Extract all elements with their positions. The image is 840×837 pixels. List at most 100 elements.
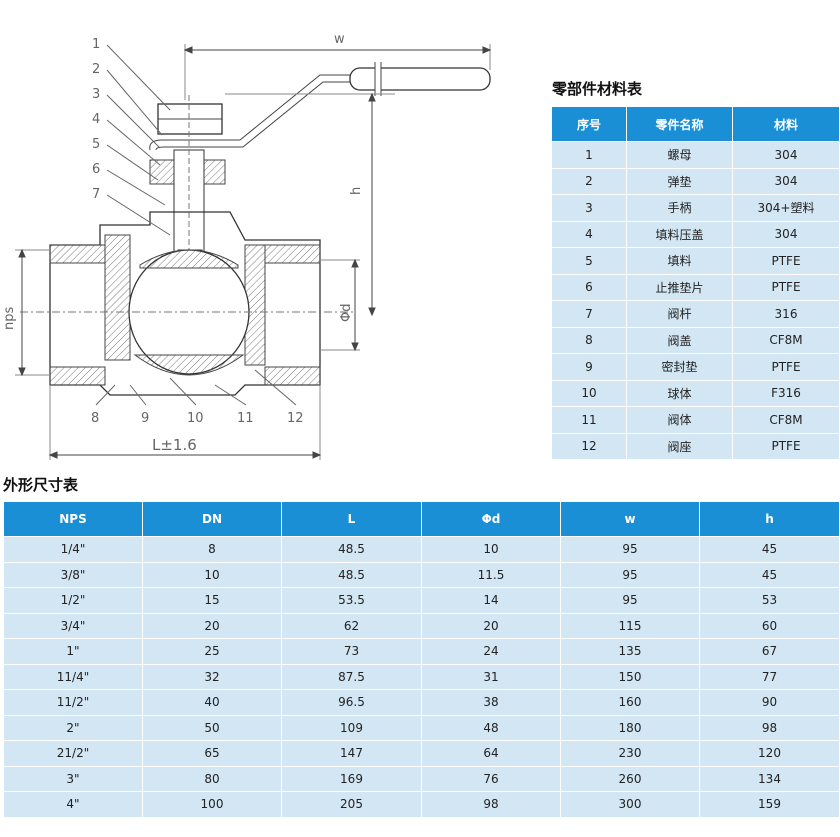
table-cell: 304 <box>732 167 840 195</box>
table-cell: 3/8" <box>3 561 143 588</box>
header-part-name: 零件名称 <box>626 106 733 142</box>
table-cell: 阀座 <box>626 432 733 460</box>
header-w: w <box>560 501 700 537</box>
table-cell: 21/2" <box>3 740 143 767</box>
table-cell: 48 <box>421 714 561 741</box>
header-material: 材料 <box>732 106 840 142</box>
table-cell: 304 <box>732 220 840 248</box>
table-cell: 48.5 <box>281 536 422 563</box>
table-cell: 8 <box>142 536 282 563</box>
table-cell: 2 <box>551 167 627 195</box>
table-cell: 90 <box>699 689 840 716</box>
table-cell: 阀杆 <box>626 300 733 328</box>
table-cell: 95 <box>560 536 700 563</box>
dim-d-label: Φd <box>339 304 354 322</box>
table-cell: 密封垫 <box>626 353 733 381</box>
dims-table-title: 外形尺寸表 <box>3 476 79 494</box>
table-cell: 阀盖 <box>626 326 733 354</box>
table-cell: 95 <box>560 561 700 588</box>
table-cell: 弹垫 <box>626 167 733 195</box>
table-cell: 45 <box>699 561 840 588</box>
table-cell: 14 <box>421 587 561 614</box>
callout-9: 9 <box>141 411 149 426</box>
table-cell: 120 <box>699 740 840 767</box>
table-cell: 1" <box>3 638 143 665</box>
callout-4: 4 <box>92 112 100 127</box>
callout-12: 12 <box>287 411 304 426</box>
table-cell: 80 <box>142 765 282 792</box>
callout-2: 2 <box>92 62 100 77</box>
table-cell: PTFE <box>732 353 840 381</box>
table-cell: 9 <box>551 353 627 381</box>
table-cell: 115 <box>560 612 700 639</box>
table-cell: 134 <box>699 765 840 792</box>
table-cell: F316 <box>732 379 840 407</box>
table-cell: 止推垫片 <box>626 273 733 301</box>
table-cell: 50 <box>142 714 282 741</box>
table-cell: 53.5 <box>281 587 422 614</box>
table-cell: 20 <box>421 612 561 639</box>
table-cell: 159 <box>699 791 840 818</box>
table-cell: 150 <box>560 663 700 690</box>
table-cell: 180 <box>560 714 700 741</box>
table-cell: 53 <box>699 587 840 614</box>
table-cell: 100 <box>142 791 282 818</box>
header-index: 序号 <box>551 106 627 142</box>
parts-header-row: 序号 零件名称 材料 <box>551 106 840 142</box>
table-cell: 阀体 <box>626 406 733 434</box>
table-cell: 300 <box>560 791 700 818</box>
table-cell: 填料 <box>626 247 733 275</box>
table-cell: 48.5 <box>281 561 422 588</box>
table-cell: 45 <box>699 536 840 563</box>
header-L: L <box>281 501 422 537</box>
callout-11: 11 <box>237 411 254 426</box>
header-phi-d: Φd <box>421 501 561 537</box>
table-cell: PTFE <box>732 432 840 460</box>
callout-1: 1 <box>92 37 100 52</box>
table-cell: 304+塑料 <box>732 194 840 222</box>
table-cell: 2" <box>3 714 143 741</box>
table-cell: 135 <box>560 638 700 665</box>
dim-nps-label: nps <box>2 307 17 330</box>
header-dn: DN <box>142 501 282 537</box>
table-cell: 3/4" <box>3 612 143 639</box>
callout-6: 6 <box>92 162 100 177</box>
table-cell: 95 <box>560 587 700 614</box>
parts-table-title: 零部件材料表 <box>552 80 643 98</box>
table-cell: 5 <box>551 247 627 275</box>
table-cell: 96.5 <box>281 689 422 716</box>
table-cell: 31 <box>421 663 561 690</box>
table-cell: 10 <box>142 561 282 588</box>
table-cell: 11/2" <box>3 689 143 716</box>
table-cell: 98 <box>421 791 561 818</box>
table-cell: 1/4" <box>3 536 143 563</box>
table-cell: 球体 <box>626 379 733 407</box>
table-cell: 填料压盖 <box>626 220 733 248</box>
table-cell: 32 <box>142 663 282 690</box>
table-cell: 手柄 <box>626 194 733 222</box>
table-cell: 1/2" <box>3 587 143 614</box>
table-cell: 64 <box>421 740 561 767</box>
table-cell: 73 <box>281 638 422 665</box>
table-cell: 3" <box>3 765 143 792</box>
table-cell: 316 <box>732 300 840 328</box>
table-cell: 11.5 <box>421 561 561 588</box>
table-cell: 67 <box>699 638 840 665</box>
table-cell: 6 <box>551 273 627 301</box>
table-cell: 10 <box>551 379 627 407</box>
